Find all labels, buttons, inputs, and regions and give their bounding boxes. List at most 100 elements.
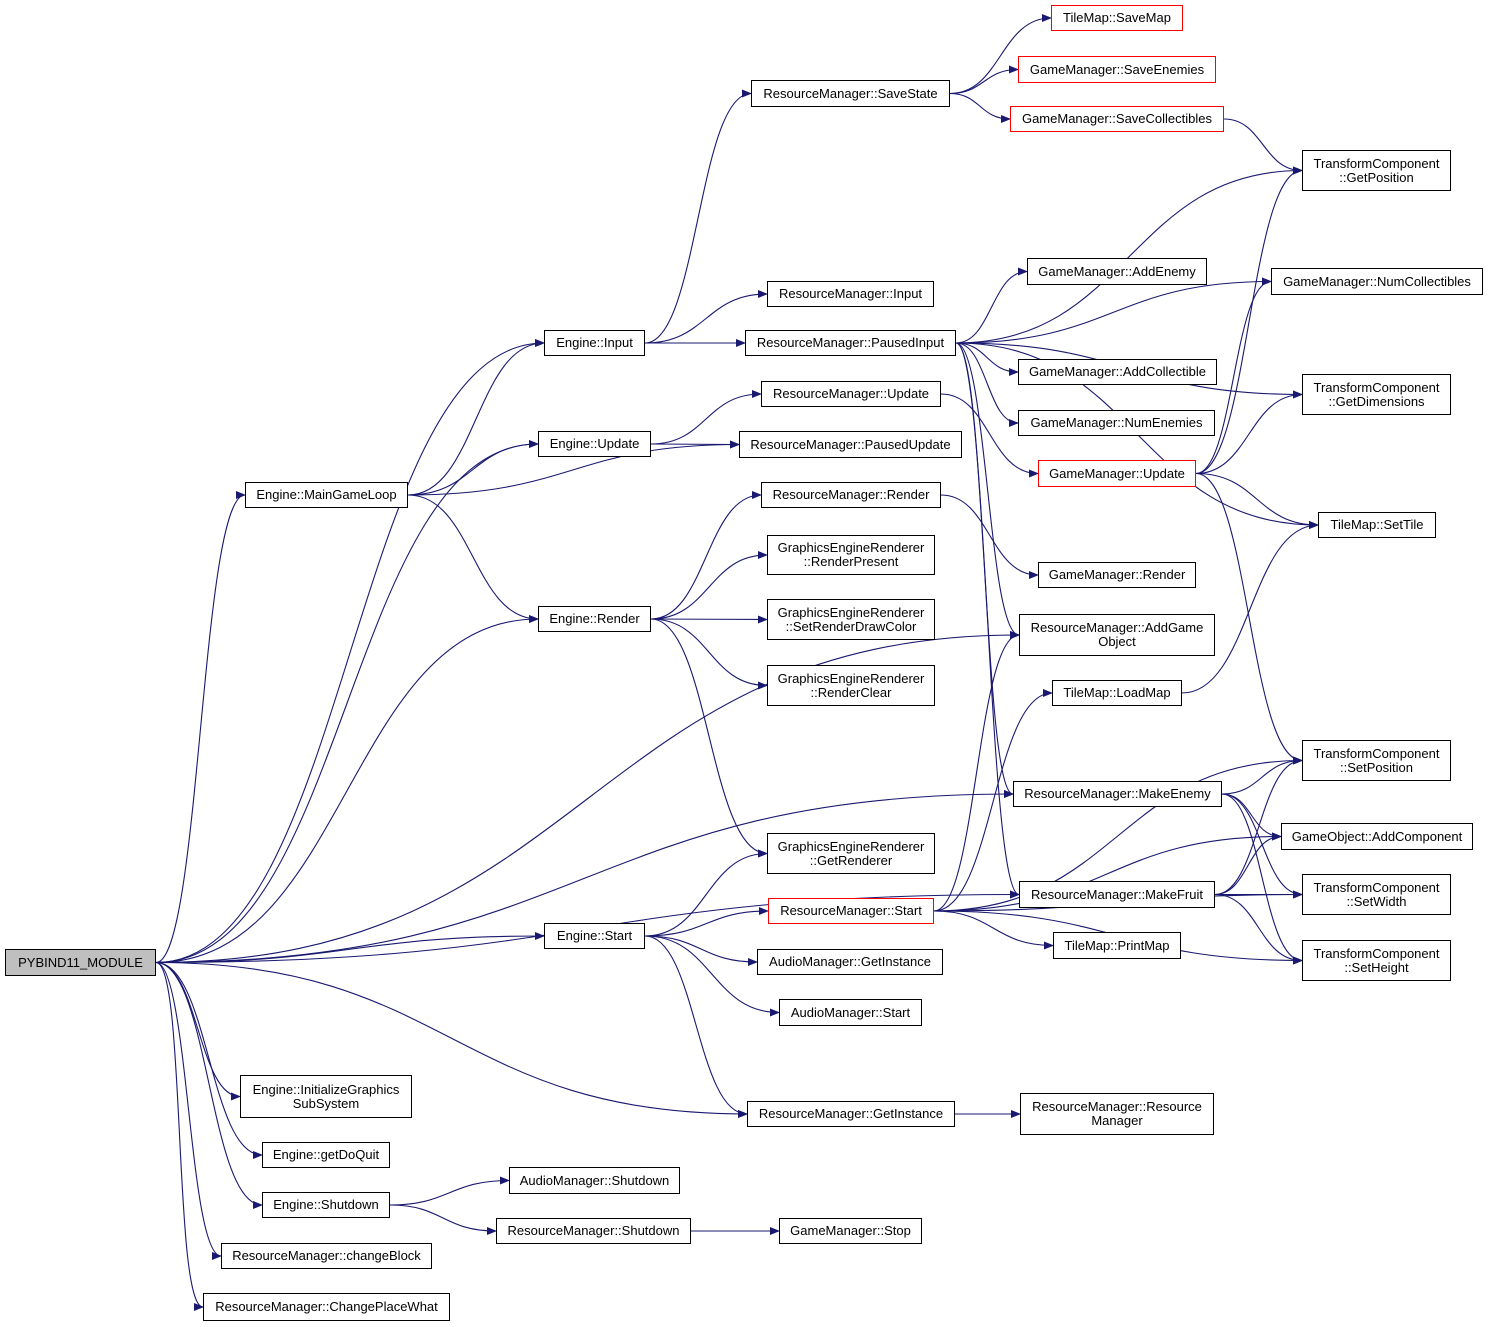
node-resourcemanager-addgameobject[interactable]: ResourceManager::AddGame Object [1019,614,1215,656]
edge-rmstart-to-tcsetposition [933,756,1303,912]
node-resourcemanager-pausedinput[interactable]: ResourceManager::PausedInput [745,330,956,356]
node-gamemanager-numenemies[interactable]: GameManager::NumEnemies [1018,410,1215,436]
node-resourcemanager-savestate[interactable]: ResourceManager::SaveState [751,80,950,107]
node-resourcemanager-makeenemy[interactable]: ResourceManager::MakeEnemy [1013,781,1222,807]
node-resourcemanager-shutdown[interactable]: ResourceManager::Shutdown [496,1218,691,1244]
edge-gmupdate-to-gmnumcollectibles [1195,277,1272,475]
node-graphicsenginerenderer-renderpresent[interactable]: GraphicsEngineRenderer ::RenderPresent [767,535,935,575]
node-gamemanager-addcollectible[interactable]: GameManager::AddCollectible [1018,359,1217,385]
edge-pybind-to-einit [155,961,241,1101]
node-gamemanager-update[interactable]: GameManager::Update [1038,460,1196,487]
node-resourcemanager-input[interactable]: ResourceManager::Input [767,281,934,307]
node-audiomanager-start[interactable]: AudioManager::Start [779,999,922,1026]
node-gamemanager-render[interactable]: GameManager::Render [1038,562,1196,588]
edge-estart-to-amgetinstance [644,935,758,966]
edge-rmsavestate-to-gmsavecollectibles [949,92,1011,123]
edge-rmmakeenemy-to-goaddcomponent [1221,793,1282,841]
edge-pybind-to-rmchangeplace [155,961,204,1311]
node-tilemap-loadmap[interactable]: TileMap::LoadMap [1052,680,1182,706]
node-engine-render[interactable]: Engine::Render [538,606,651,632]
edge-pybind-to-erender [155,615,539,964]
node-gamemanager-numcollectibles[interactable]: GameManager::NumCollectibles [1271,268,1483,295]
node-gamemanager-savecollectibles[interactable]: GameManager::SaveCollectibles [1010,106,1224,132]
edge-rmmakefruit-to-tcsetheight [1214,893,1303,965]
node-engine-start[interactable]: Engine::Start [544,923,645,949]
edge-mgl-to-erender [407,494,539,623]
edge-rmstart-to-rmaddgameobject [933,631,1020,912]
edge-estart-to-gergetrenderer [644,849,768,937]
edge-rmmakeenemy-to-tcsetheight [1221,793,1303,965]
node-engine-shutdown[interactable]: Engine::Shutdown [262,1192,390,1218]
node-gamemanager-addenemy[interactable]: GameManager::AddEnemy [1027,258,1207,285]
node-tilemap-savemap[interactable]: TileMap::SaveMap [1051,5,1183,31]
edge-pybind-to-rmgetinstance [155,961,748,1118]
edge-pybind-to-einput [155,339,545,964]
node-resourcemanager-start[interactable]: ResourceManager::Start [768,898,934,924]
node-pybind11-module[interactable]: PYBIND11_MODULE [5,949,156,976]
edge-tmloadmap-to-tmsettile [1181,521,1319,694]
node-engine-input[interactable]: Engine::Input [544,330,645,356]
node-resourcemanager-render[interactable]: ResourceManager::Render [761,482,941,508]
edge-rmpausedinput-to-gmaddenemy [955,267,1028,344]
node-engine-initializegraphicssubsystem[interactable]: Engine::InitializeGraphics SubSystem [240,1075,412,1118]
node-resourcemanager-changeblock[interactable]: ResourceManager::changeBlock [221,1243,432,1269]
edge-estart-to-amstart [644,935,780,1017]
edge-eshutdown-to-amshutdown [389,1176,510,1206]
edge-gmupdate-to-tcsetposition [1195,472,1303,765]
edge-pybind-to-mgl [155,491,246,964]
edge-erender-to-gergetrenderer [650,618,768,858]
node-resourcemanager-changeplacewhat[interactable]: ResourceManager::ChangePlaceWhat [203,1293,450,1321]
node-gamemanager-stop[interactable]: GameManager::Stop [779,1218,922,1244]
node-engine-update[interactable]: Engine::Update [538,431,651,457]
node-transformcomponent-getposition[interactable]: TransformComponent ::GetPosition [1302,150,1451,191]
edge-erender-to-gerclear [650,618,768,690]
edge-rmstart-to-goaddcomponent [933,832,1282,912]
edge-eupdate-to-rmupdate [650,390,762,445]
node-resourcemanager-makefruit[interactable]: ResourceManager::MakeFruit [1019,881,1215,908]
edge-gmupdate-to-tcgetposition [1195,166,1303,475]
node-gameobject-addcomponent[interactable]: GameObject::AddComponent [1281,823,1473,850]
edge-rmpausedinput-to-gmnumcollectibles [955,277,1272,344]
node-resourcemanager-pausedupdate[interactable]: ResourceManager::PausedUpdate [739,431,962,458]
edge-pybind-to-rmaddgameobject [155,631,1020,964]
node-graphicsenginerenderer-renderclear[interactable]: GraphicsEngineRenderer ::RenderClear [767,665,935,706]
edge-eshutdown-to-rmshutdown [389,1204,497,1235]
edge-rmsavestate-to-gmsaveenemies [949,65,1019,95]
edge-pybind-to-eshutdown [155,961,263,1209]
node-graphicsenginerenderer-setrenderdrawcolor[interactable]: GraphicsEngineRenderer ::SetRenderDrawCo… [767,599,935,640]
node-transformcomponent-getdimensions[interactable]: TransformComponent ::GetDimensions [1302,374,1451,415]
node-audiomanager-shutdown[interactable]: AudioManager::Shutdown [509,1167,680,1194]
node-engine-maingameloop[interactable]: Engine::MainGameLoop [245,482,408,508]
node-gamemanager-saveenemies[interactable]: GameManager::SaveEnemies [1018,56,1216,83]
edge-rmpausedinput-to-gmaddcollectible [955,342,1019,376]
edge-pybind-to-rmchangeblock [155,961,222,1260]
edge-gmupdate-to-tcgetdimensions [1195,390,1303,475]
node-transformcomponent-setwidth[interactable]: TransformComponent ::SetWidth [1302,874,1451,915]
edge-eupdate-to-rmpausedupdate [650,440,740,449]
node-engine-getdoquit[interactable]: Engine::getDoQuit [262,1142,390,1168]
edge-rmstart-to-tmloadmap [933,689,1053,912]
edge-mgl-to-eupdate [407,440,539,496]
edge-mgl-to-einput [407,339,545,496]
edge-pybind-to-eupdate [155,440,539,964]
node-resourcemanager-resourcemanager[interactable]: ResourceManager::Resource Manager [1020,1093,1214,1135]
edge-mgl-to-rmpausedupdate [407,440,740,496]
edge-einput-to-rmsavestate [644,89,752,344]
node-transformcomponent-setheight[interactable]: TransformComponent ::SetHeight [1302,940,1451,981]
edge-rmmakefruit-to-tcsetposition [1214,756,1303,896]
edge-einput-to-rminput [644,290,768,344]
edge-rmmakefruit-to-goaddcomponent [1214,832,1282,896]
node-tilemap-settile[interactable]: TileMap::SetTile [1318,512,1436,538]
edge-rmsavestate-to-tmsavemap [949,14,1052,95]
node-tilemap-printmap[interactable]: TileMap::PrintMap [1053,932,1181,959]
edge-rmpausedinput-to-rmmakefruit [955,342,1020,899]
edge-erender-to-rmrender [650,491,762,620]
node-resourcemanager-getinstance[interactable]: ResourceManager::GetInstance [747,1101,955,1127]
node-audiomanager-getinstance[interactable]: AudioManager::GetInstance [757,949,943,975]
node-resourcemanager-update[interactable]: ResourceManager::Update [761,381,941,407]
edge-rmpausedinput-to-tcgetposition [955,166,1303,344]
node-graphicsenginerenderer-getrenderer[interactable]: GraphicsEngineRenderer ::GetRenderer [767,833,935,874]
node-transformcomponent-setposition[interactable]: TransformComponent ::SetPosition [1302,740,1451,781]
